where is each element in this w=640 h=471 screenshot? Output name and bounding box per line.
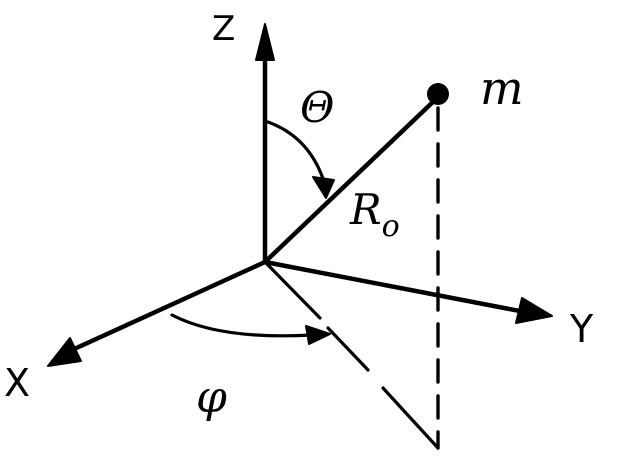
y-axis-label: Y	[569, 307, 594, 351]
mass-label: m	[480, 61, 524, 115]
phi-arrowhead	[305, 325, 331, 345]
phi-label: φ	[196, 372, 227, 423]
radius-vector-line	[262, 97, 438, 265]
x-axis-label: X	[4, 361, 30, 405]
z-axis-arrowhead	[255, 23, 275, 61]
theta-label: Θ	[300, 83, 334, 132]
z-axis-label: Z	[212, 9, 235, 49]
theta-arrowhead	[312, 176, 335, 199]
xy-projection-line-2	[326, 326, 370, 372]
xy-projection-line-3	[381, 386, 440, 450]
x-axis	[69, 259, 268, 353]
y-axis-arrowhead	[515, 297, 553, 324]
radius-label: Ro	[349, 185, 400, 244]
mass-point	[427, 83, 449, 105]
phi-arc	[170, 313, 314, 338]
xy-projection-line-1	[263, 260, 322, 320]
x-axis-arrowhead	[47, 337, 82, 367]
radius-label-main: R	[349, 185, 382, 234]
radius-label-subscript: o	[382, 209, 400, 244]
y-axis	[262, 259, 528, 315]
